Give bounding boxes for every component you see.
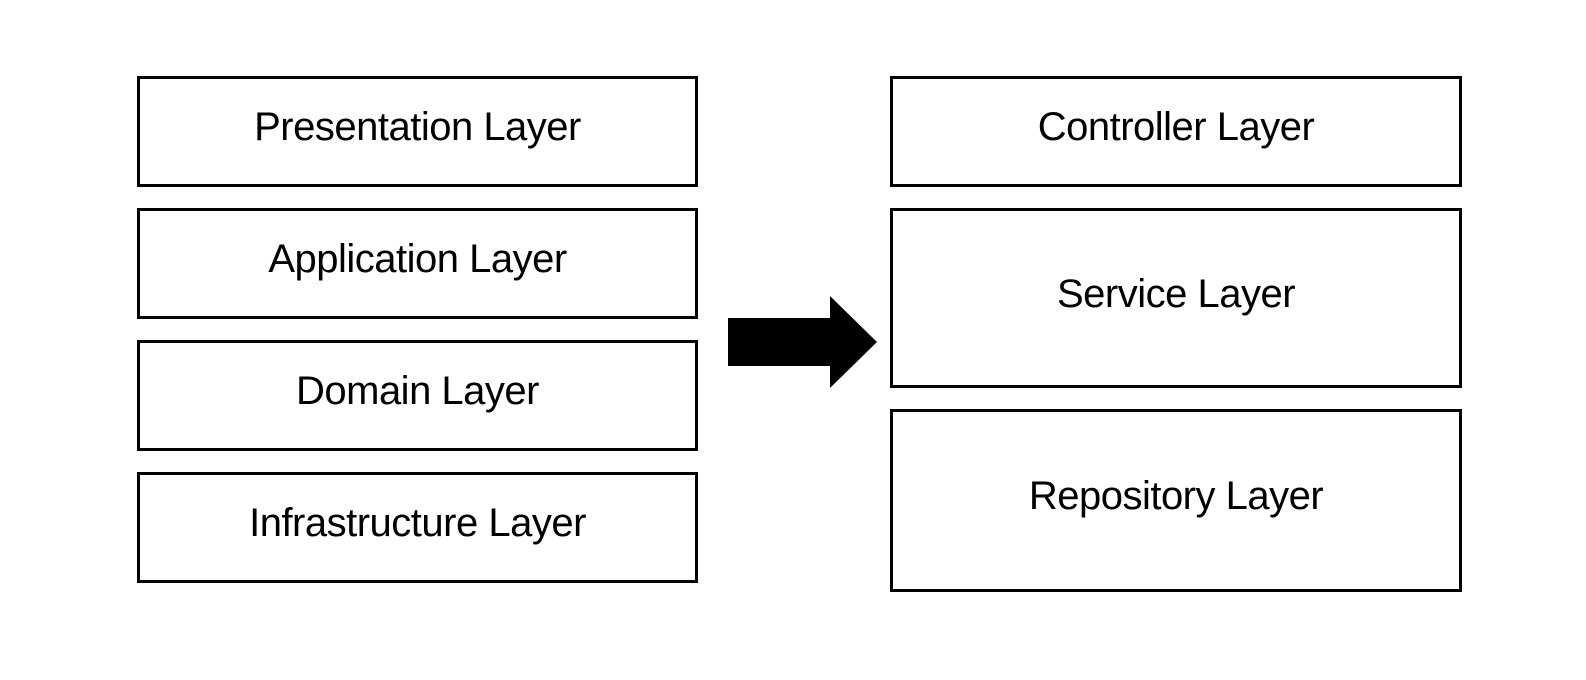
- box-presentation-layer: Presentation Layer: [137, 76, 698, 187]
- box-service-layer-label: Service Layer: [1056, 271, 1296, 316]
- box-domain-layer: Domain Layer: [137, 340, 698, 451]
- right-arrow-icon: [728, 296, 877, 388]
- box-infrastructure-layer-label: Infrastructure Layer: [249, 501, 586, 545]
- box-presentation-layer-label: Presentation Layer: [254, 105, 581, 149]
- box-infrastructure-layer: Infrastructure Layer: [137, 472, 698, 583]
- box-service-layer: Service Layer: [890, 208, 1462, 388]
- box-controller-layer-label: Controller Layer: [1037, 105, 1315, 149]
- box-application-layer-label: Application Layer: [268, 237, 567, 281]
- box-repository-layer-label: Repository Layer: [1028, 474, 1324, 518]
- box-domain-layer-label: Domain Layer: [295, 369, 540, 413]
- box-repository-layer: Repository Layer: [890, 409, 1462, 592]
- box-application-layer: Application Layer: [137, 208, 698, 319]
- box-controller-layer: Controller Layer: [890, 76, 1462, 187]
- right-arrow-shape: [728, 296, 877, 388]
